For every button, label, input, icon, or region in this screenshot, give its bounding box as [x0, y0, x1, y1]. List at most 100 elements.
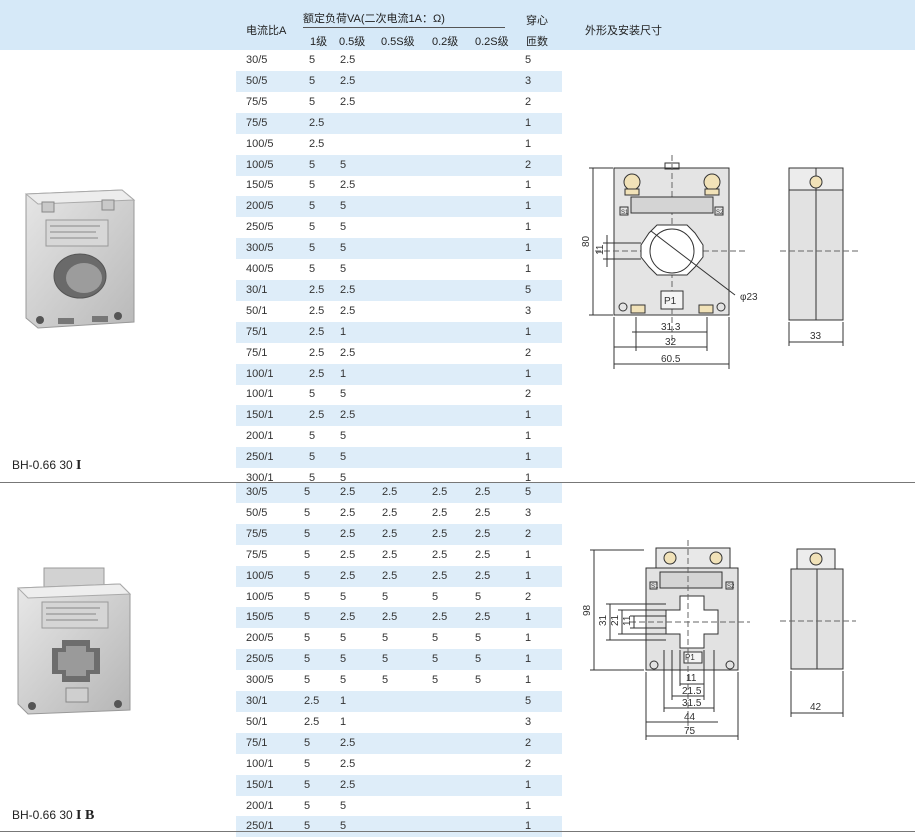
table-cell: 2.5	[432, 548, 448, 561]
table-cell: 2.5	[340, 527, 356, 540]
table-cell: 2.5	[432, 506, 448, 519]
section1-dim-inner-11: 11	[595, 244, 606, 255]
table-cell: 5	[382, 590, 389, 603]
table-cell: 100/1	[246, 367, 274, 380]
table-cell: 2.5	[432, 486, 448, 498]
table-cell: 3	[525, 74, 532, 87]
table-cell: 5	[340, 430, 347, 443]
table-cell: 200/5	[246, 200, 274, 213]
table-cell: 2.5	[309, 367, 325, 380]
table-cell: 5	[309, 200, 316, 213]
table-cell: 75/5	[246, 527, 268, 540]
section2-dim-w44: 44	[684, 712, 696, 723]
section2-side-view-drawing: 42	[780, 548, 856, 717]
table-cell: 2.5	[340, 736, 356, 749]
table-cell: 2	[525, 158, 532, 171]
header-grade-0.5s: 0.5S级	[381, 36, 415, 48]
table-cell: 5	[304, 590, 311, 603]
table-cell: 50/1	[246, 304, 268, 317]
table-cell: 5	[304, 820, 311, 833]
table-cell: 5	[340, 263, 347, 275]
table-cell: 5	[340, 221, 347, 234]
section1-dim-depth: 33	[810, 331, 822, 342]
table-cell: 5	[309, 263, 316, 275]
table-cell: 30/1	[246, 283, 268, 296]
table-cell: 5	[525, 486, 532, 498]
table-cell: 2.5	[304, 715, 320, 728]
table-cell: 5	[340, 158, 347, 171]
table-cell: 1	[525, 778, 532, 791]
table-cell: 5	[340, 674, 347, 687]
section1-dim-32: 32	[665, 337, 677, 348]
table-cell: 30/1	[246, 695, 268, 707]
table-cell: 5	[432, 674, 439, 687]
table-cell: 100/5	[246, 590, 274, 603]
table-cell: 2.5	[340, 346, 356, 359]
section1-side-view-drawing: 33	[780, 167, 858, 346]
table-cell: 5	[382, 674, 389, 687]
table-cell: 75/5	[246, 116, 268, 129]
table-cell: 5	[432, 590, 439, 603]
table-cell: 75/5	[246, 95, 268, 108]
table-cell: 3	[525, 304, 532, 317]
table-cell: 2.5	[432, 527, 448, 540]
table-cell: 250/1	[246, 820, 274, 833]
table-cell: 5	[432, 653, 439, 666]
section2-front-view-drawing: P1 S1 S2 98 31 21 11 11 21.5 31.5 44 75	[582, 540, 750, 740]
section2-model-label: BH-0.66 30 I B	[12, 808, 94, 824]
section2-dim-h21: 21	[610, 614, 621, 626]
section1-dim-60-5: 60.5	[661, 354, 681, 365]
section1-model-name: BH-0.66 30	[12, 458, 73, 472]
table-cell: 2.5	[309, 409, 325, 422]
table-cell: 2	[525, 590, 532, 603]
table-cell: 5	[475, 632, 482, 645]
table-cell: 100/5	[246, 569, 274, 582]
header-underline	[303, 27, 505, 28]
table-cell: 2.5	[340, 506, 356, 519]
section1-dim-31-3: 31.3	[661, 322, 681, 333]
table-cell: 5	[304, 506, 311, 519]
section1-front-view-drawing: P1 S1 S2 80 11 φ23 31.3 32 60.5	[581, 155, 758, 369]
table-cell: 2.5	[432, 569, 448, 582]
table-cell: 5	[309, 451, 316, 464]
table-cell: 150/5	[246, 611, 274, 624]
table-cell: 100/5	[246, 158, 274, 171]
table-cell: 1	[525, 367, 532, 380]
table-cell: 2.5	[382, 527, 398, 540]
table-cell: 200/1	[246, 430, 274, 443]
table-cell: 1	[525, 200, 532, 213]
table-cell: 3	[525, 506, 532, 519]
bottom-divider	[0, 831, 915, 832]
table-cell: 1	[340, 695, 347, 707]
table-cell: 1	[525, 263, 532, 275]
section2-terminal-s1-label: S1	[651, 584, 659, 590]
table-cell: 5	[475, 653, 482, 666]
section2-dim-h11: 11	[622, 615, 633, 626]
table-cell: 2	[525, 736, 532, 749]
table-cell: 5	[340, 632, 347, 645]
table-cell: 75/5	[246, 548, 268, 561]
table-cell: 2.5	[309, 116, 325, 129]
table-cell: 5	[309, 54, 316, 66]
table-cell: 5	[304, 632, 311, 645]
table-cell: 2	[525, 95, 532, 108]
table-cell: 1	[525, 325, 532, 338]
table-cell: 1	[525, 430, 532, 443]
